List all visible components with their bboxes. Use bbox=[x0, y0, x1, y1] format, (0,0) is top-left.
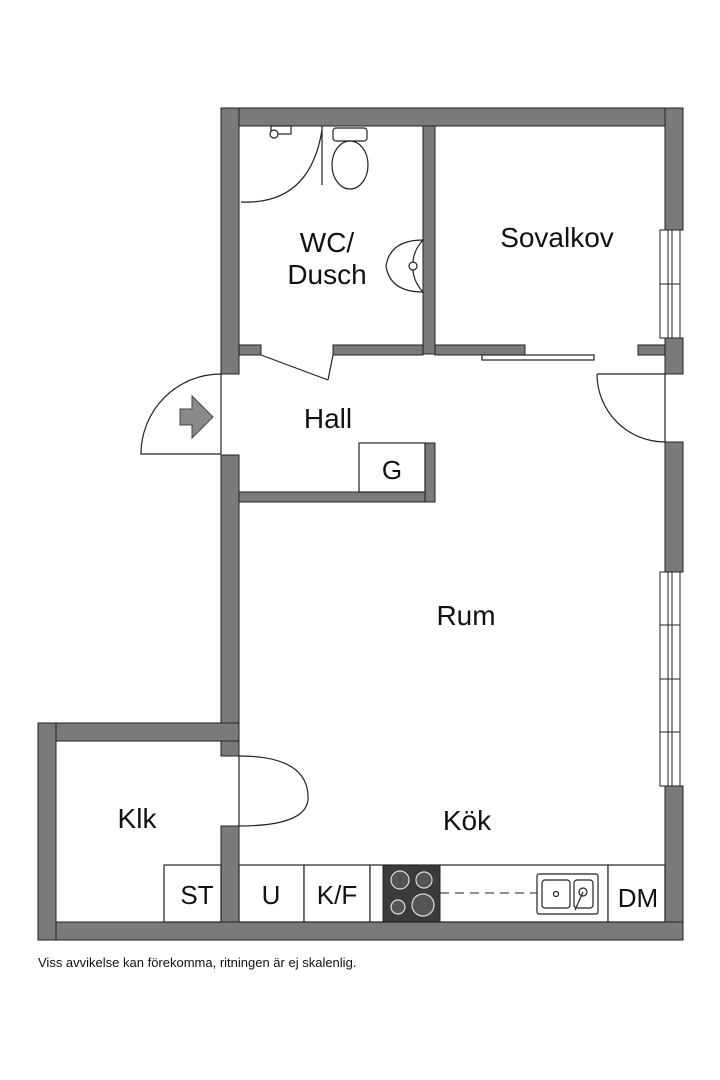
room-label-sovalkov: Sovalkov bbox=[500, 222, 614, 253]
windows bbox=[659, 229, 681, 787]
wardrobe bbox=[358, 442, 426, 493]
room-label-wc: WC/ bbox=[300, 227, 355, 258]
room-label-hall: Hall bbox=[304, 403, 352, 434]
walls bbox=[37, 107, 684, 941]
stove bbox=[382, 864, 441, 923]
room-label-dusch: Dusch bbox=[287, 259, 366, 290]
disclaimer-text: Viss avvikelse kan förekomma, ritningen … bbox=[38, 955, 357, 970]
entrance-arrow-icon bbox=[179, 394, 214, 440]
room-label-rum: Rum bbox=[436, 600, 495, 631]
dishwasher-label: DM bbox=[618, 883, 658, 913]
cabinet-u-label: U bbox=[262, 880, 281, 910]
fridge-freezer-label: K/F bbox=[317, 880, 357, 910]
storage-st-label: ST bbox=[180, 880, 213, 910]
room-label-klk: Klk bbox=[118, 803, 158, 834]
room-label-kok: Kök bbox=[443, 805, 492, 836]
kitchen-sink bbox=[536, 873, 599, 915]
doors bbox=[140, 354, 666, 827]
wardrobe-label: G bbox=[382, 455, 402, 485]
bathroom-fixtures bbox=[240, 125, 425, 293]
